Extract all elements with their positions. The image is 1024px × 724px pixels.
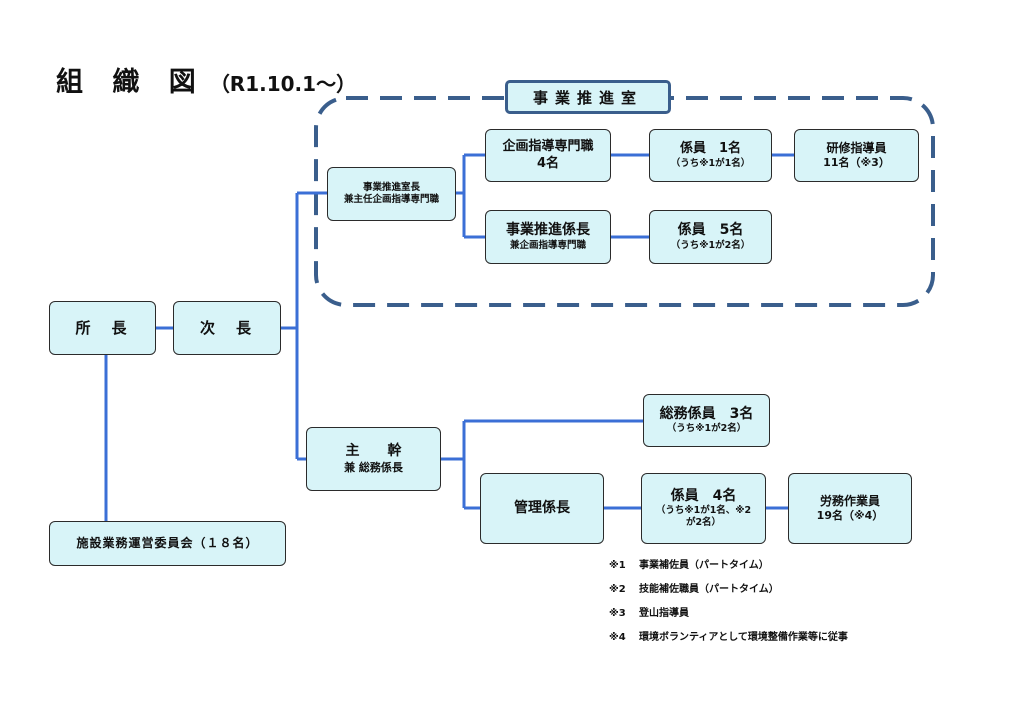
effective-date: （R1.10.1～）	[209, 72, 357, 96]
box-suishin: 事業推進係長 兼企画指導専門職	[485, 210, 611, 264]
box-shitsucho: 事業推進室長 兼主任企画指導専門職	[327, 167, 456, 221]
box-romu: 労務作業員 19名（※4）	[788, 473, 912, 544]
shukan-line1: 主 幹	[345, 443, 402, 460]
shukan-line2: 兼 総務係長	[344, 460, 403, 474]
kakari4-line3: が2名）	[685, 517, 722, 529]
suishin-line1: 事業推進係長	[506, 222, 590, 239]
kikaku-line1: 企画指導専門職	[502, 139, 594, 155]
kakari1-line2: （うち※1が1名）	[670, 157, 751, 169]
box-iinkai: 施設業務運営委員会（１８名）	[49, 521, 286, 566]
shitsucho-line2: 兼主任企画指導専門職	[343, 194, 439, 205]
box-kakari5: 係員 5名 （うち※1が2名）	[649, 210, 772, 264]
box-shocho: 所 長	[49, 301, 156, 355]
somu-line1: 総務係員 3名	[659, 405, 754, 422]
kakari4-line2: （うち※1が1名、※2	[655, 505, 752, 517]
box-shukan: 主 幹 兼 総務係長	[306, 427, 441, 491]
box-somu: 総務係員 3名 （うち※1が2名）	[643, 394, 770, 447]
box-kikaku: 企画指導専門職 4名	[485, 129, 611, 182]
shitsucho-line1: 事業推進室長	[362, 182, 420, 194]
box-kenshu: 研修指導員 11名（※3）	[794, 129, 919, 182]
box-kakari1: 係員 1名 （うち※1が1名）	[649, 129, 772, 182]
kenshu-line1: 研修指導員	[826, 141, 887, 156]
page-title: 組 織 図（R1.10.1～）	[56, 67, 357, 98]
kakari1-line1: 係員 1名	[679, 141, 742, 157]
suishin-line2: 兼企画指導専門職	[509, 239, 586, 251]
section-label-jigyo-suishinshitsu: 事業推進室	[505, 80, 671, 114]
kakari5-line2: （うち※1が2名）	[670, 239, 751, 251]
romu-line2: 19名（※4）	[816, 509, 884, 523]
kakari4-line1: 係員 4名	[670, 487, 737, 504]
romu-line1: 労務作業員	[819, 494, 880, 509]
kikaku-line2: 4名	[536, 155, 560, 171]
kakari5-line1: 係員 5名	[677, 222, 744, 239]
somu-line2: （うち※1が2名）	[666, 423, 747, 435]
kenshu-line2: 11名（※3）	[823, 156, 890, 170]
box-jicho: 次 長	[173, 301, 281, 355]
box-kakari4: 係員 4名 （うち※1が1名、※2 が2名）	[641, 473, 766, 544]
box-kanri: 管理係長	[480, 473, 604, 544]
